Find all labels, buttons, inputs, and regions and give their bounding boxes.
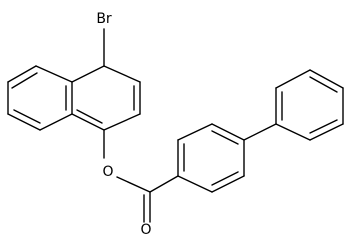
bond (275, 123, 311, 141)
bond (71, 113, 105, 131)
carbonyl-oxygen-label: O (140, 222, 151, 237)
biphenyl-ring-a (177, 123, 245, 193)
bond (275, 69, 311, 89)
bond-o-c (116, 176, 151, 193)
bond (76, 109, 103, 124)
bond (309, 69, 344, 89)
bond (11, 72, 38, 89)
bond (13, 109, 41, 124)
bond (7, 113, 41, 131)
bond-biaryl (243, 123, 277, 141)
bond (39, 113, 73, 131)
bond (211, 175, 245, 193)
bond (211, 171, 239, 186)
bond (211, 130, 239, 145)
bond (7, 65, 37, 83)
naphthalene-left-ring (7, 65, 73, 131)
bond (309, 123, 344, 141)
naphthalene-right-ring (71, 65, 141, 131)
bond (71, 65, 105, 83)
bond (211, 123, 245, 141)
ester-oxygen-label: O (102, 164, 113, 180)
bond (309, 76, 338, 93)
biphenyl-ring-b (275, 69, 344, 141)
bond (103, 113, 141, 131)
bond-c-aryl (149, 175, 179, 193)
bond (309, 119, 338, 134)
bromine-label: Br (96, 11, 112, 27)
bond (177, 123, 213, 141)
bond (177, 175, 213, 193)
bond (103, 65, 141, 83)
bond (35, 65, 73, 83)
